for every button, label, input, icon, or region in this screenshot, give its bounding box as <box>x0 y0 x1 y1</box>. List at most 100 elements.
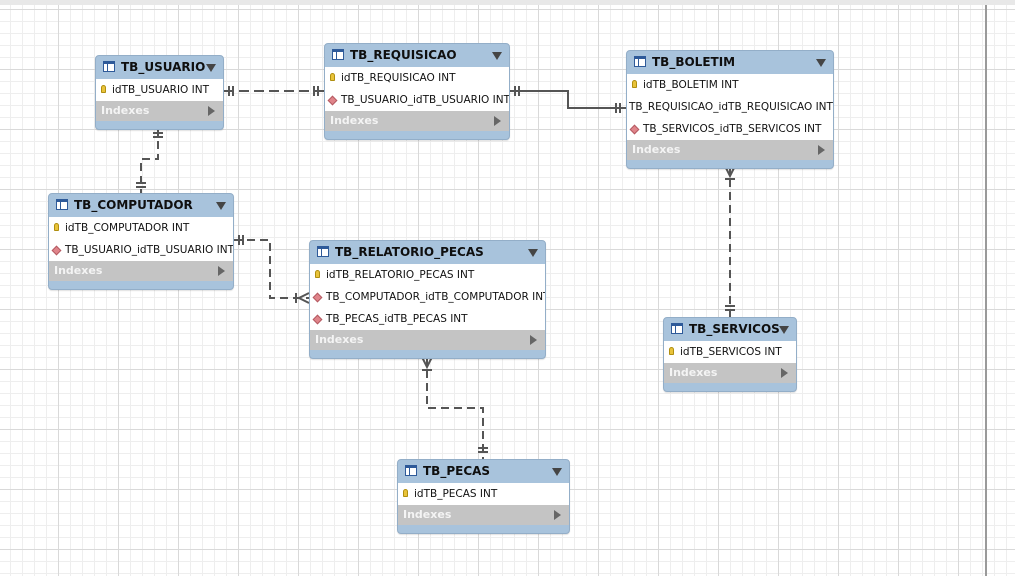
column-row[interactable]: TB_PECAS_idTB_PECAS INT <box>310 308 545 330</box>
rel-computador-relatorio <box>234 239 309 299</box>
column-row[interactable]: idTB_USUARIO INT <box>96 79 223 101</box>
rel-requisicao-boletim-mark-a <box>514 86 520 96</box>
column-list: idTB_PECAS INT <box>398 483 569 505</box>
triangle-down-icon[interactable] <box>552 468 562 476</box>
table-icon <box>56 199 68 210</box>
table-header[interactable]: TB_RELATORIO_PECAS <box>310 241 545 264</box>
column-list: idTB_REQUISICAO INT TB_USUARIO_idTB_USUA… <box>325 67 509 111</box>
rel-usuario-computador <box>140 128 159 193</box>
column-label: idTB_REQUISICAO INT <box>341 72 456 84</box>
table-header[interactable]: TB_PECAS <box>398 460 569 483</box>
key-icon <box>669 347 674 355</box>
indexes-section[interactable]: Indexes <box>325 111 509 131</box>
column-row[interactable]: idTB_COMPUTADOR INT <box>49 217 233 239</box>
table-header[interactable]: TB_REQUISICAO <box>325 44 509 67</box>
rel-boletim-servicos-mark-b <box>725 305 735 311</box>
table-icon <box>671 323 683 334</box>
indexes-label: Indexes <box>669 366 718 379</box>
indexes-section[interactable]: Indexes <box>310 330 545 350</box>
triangle-down-icon[interactable] <box>492 52 502 60</box>
triangle-down-icon[interactable] <box>216 202 226 210</box>
table-header[interactable]: TB_SERVICOS <box>664 318 796 341</box>
column-row[interactable]: TB_SERVICOS_idTB_SERVICOS INT <box>627 118 833 140</box>
table-tb-pecas[interactable]: TB_PECAS idTB_PECAS INT Indexes <box>397 459 570 534</box>
table-icon <box>317 246 329 257</box>
column-label: idTB_PECAS INT <box>414 488 498 500</box>
rel-relatorio-pecas <box>426 357 484 459</box>
table-header[interactable]: TB_COMPUTADOR <box>49 194 233 217</box>
triangle-right-icon[interactable] <box>494 116 501 126</box>
column-list: idTB_USUARIO INT <box>96 79 223 101</box>
column-list: idTB_COMPUTADOR INT TB_USUARIO_idTB_USUA… <box>49 217 233 261</box>
triangle-right-icon[interactable] <box>781 368 788 378</box>
rel-computador-relatorio-mark-a <box>238 235 244 245</box>
indexes-section[interactable]: Indexes <box>664 363 796 383</box>
diamond-icon <box>629 124 640 135</box>
column-row[interactable]: TB_USUARIO_idTB_USUARIO INT <box>325 89 509 111</box>
column-row[interactable]: idTB_REQUISICAO INT <box>325 67 509 89</box>
table-icon <box>332 49 344 60</box>
table-tb-usuario[interactable]: TB_USUARIO idTB_USUARIO INT Indexes <box>95 55 224 130</box>
table-name: TB_SERVICOS <box>689 322 780 336</box>
triangle-right-icon[interactable] <box>218 266 225 276</box>
key-icon <box>315 270 320 278</box>
indexes-section[interactable]: Indexes <box>96 101 223 121</box>
column-row[interactable]: idTB_PECAS INT <box>398 483 569 505</box>
key-icon <box>403 489 408 497</box>
column-row[interactable]: TB_USUARIO_idTB_USUARIO INT <box>49 239 233 261</box>
rel-relatorio-pecas-mark-b <box>478 447 488 453</box>
indexes-label: Indexes <box>632 143 681 156</box>
table-name: TB_RELATORIO_PECAS <box>335 245 484 259</box>
column-row[interactable]: TB_REQUISICAO_idTB_REQUISICAO INT <box>627 96 833 118</box>
key-icon <box>330 73 335 81</box>
rel-requisicao-boletim-mark-b <box>615 103 621 113</box>
triangle-right-icon[interactable] <box>208 106 215 116</box>
table-name: TB_USUARIO <box>121 60 206 74</box>
indexes-label: Indexes <box>330 114 379 127</box>
column-label: idTB_COMPUTADOR INT <box>65 222 190 234</box>
column-label: TB_PECAS_idTB_PECAS INT <box>326 313 468 325</box>
triangle-down-icon[interactable] <box>206 64 216 72</box>
column-list: idTB_SERVICOS INT <box>664 341 796 363</box>
column-label: TB_USUARIO_idTB_USUARIO INT <box>341 94 509 106</box>
diamond-icon <box>312 314 323 325</box>
column-row[interactable]: TB_COMPUTADOR_idTB_COMPUTADOR INT <box>310 286 545 308</box>
diamond-icon <box>327 95 338 106</box>
key-icon <box>54 223 59 231</box>
table-tb-servicos[interactable]: TB_SERVICOS idTB_SERVICOS INT Indexes <box>663 317 797 392</box>
indexes-section[interactable]: Indexes <box>627 140 833 160</box>
column-list: idTB_BOLETIM INT TB_REQUISICAO_idTB_REQU… <box>627 74 833 140</box>
table-icon <box>634 56 646 67</box>
triangle-right-icon[interactable] <box>818 145 825 155</box>
table-tb-requisicao[interactable]: TB_REQUISICAO idTB_REQUISICAO INT TB_USU… <box>324 43 510 140</box>
rel-computador-relatorio-crowfoot <box>295 292 310 304</box>
column-row[interactable]: idTB_SERVICOS INT <box>664 341 796 363</box>
indexes-section[interactable]: Indexes <box>49 261 233 281</box>
table-icon <box>405 465 417 476</box>
canvas-right-border <box>985 5 987 576</box>
column-label: TB_REQUISICAO_idTB_REQUISICAO INT <box>629 101 833 113</box>
table-tb-relatorio-pecas[interactable]: TB_RELATORIO_PECAS idTB_RELATORIO_PECAS … <box>309 240 546 359</box>
table-name: TB_COMPUTADOR <box>74 198 193 212</box>
triangle-down-icon[interactable] <box>816 59 826 67</box>
triangle-down-icon[interactable] <box>779 326 789 334</box>
table-header[interactable]: TB_USUARIO <box>96 56 223 79</box>
column-label: idTB_RELATORIO_PECAS INT <box>326 269 475 281</box>
table-tb-computador[interactable]: TB_COMPUTADOR idTB_COMPUTADOR INT TB_USU… <box>48 193 234 290</box>
indexes-section[interactable]: Indexes <box>398 505 569 525</box>
triangle-down-icon[interactable] <box>528 249 538 257</box>
indexes-label: Indexes <box>54 264 103 277</box>
column-row[interactable]: idTB_RELATORIO_PECAS INT <box>310 264 545 286</box>
indexes-label: Indexes <box>315 333 364 346</box>
column-label: TB_COMPUTADOR_idTB_COMPUTADOR INT <box>326 291 545 303</box>
rel-requisicao-boletim <box>510 90 626 109</box>
column-label: idTB_SERVICOS INT <box>680 346 782 358</box>
triangle-right-icon[interactable] <box>554 510 561 520</box>
triangle-right-icon[interactable] <box>530 335 537 345</box>
table-tb-boletim[interactable]: TB_BOLETIM idTB_BOLETIM INT TB_REQUISICA… <box>626 50 834 169</box>
table-name: TB_BOLETIM <box>652 55 736 69</box>
diamond-icon <box>51 245 62 256</box>
table-header[interactable]: TB_BOLETIM <box>627 51 833 74</box>
column-row[interactable]: idTB_BOLETIM INT <box>627 74 833 96</box>
